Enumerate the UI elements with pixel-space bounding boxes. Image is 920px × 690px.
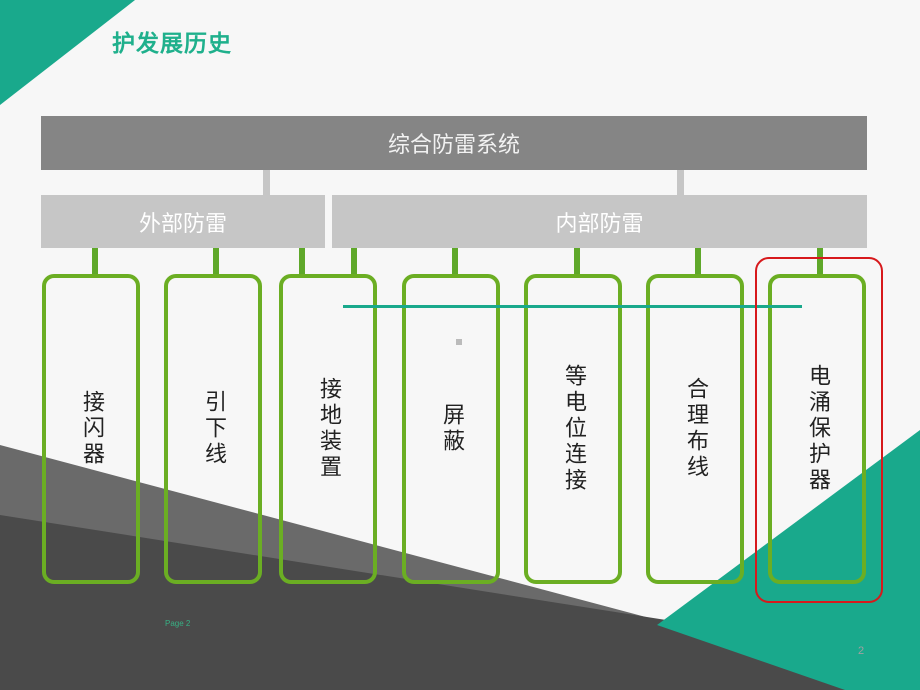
green-connector	[574, 248, 580, 274]
connector-top-right	[677, 170, 684, 195]
item-box-shielding: 屏蔽	[402, 274, 500, 584]
teal-divider-line	[343, 305, 802, 308]
item-label: 引下线	[201, 390, 226, 468]
item-label: 合理布线	[683, 377, 708, 481]
green-connector	[817, 248, 823, 274]
item-box-equipotential-bonding: 等电位连接	[524, 274, 622, 584]
item-box-air-terminal: 接闪器	[42, 274, 140, 584]
item-box-proper-wiring: 合理布线	[646, 274, 744, 584]
green-connector	[695, 248, 701, 274]
item-label: 电涌保护器	[805, 364, 830, 494]
green-connector	[299, 248, 305, 274]
highlight-frame	[755, 257, 883, 603]
external-protection-bar: 外部防雷	[41, 195, 325, 248]
green-connector	[452, 248, 458, 274]
page-number: 2	[858, 645, 865, 657]
item-label: 屏蔽	[439, 403, 464, 455]
item-box-grounding-device: 接地装置	[279, 274, 377, 584]
item-box-surge-protector: 电涌保护器	[768, 274, 866, 584]
green-connector	[92, 248, 98, 274]
item-label: 等电位连接	[561, 364, 586, 494]
top-system-bar: 综合防雷系统	[41, 116, 867, 170]
green-connector	[351, 248, 357, 274]
internal-protection-bar: 内部防雷	[332, 195, 867, 248]
page-title: 护发展历史	[112, 31, 232, 57]
item-label: 接闪器	[79, 390, 104, 468]
item-label: 接地装置	[316, 377, 341, 481]
connector-top-left	[263, 170, 270, 195]
item-box-down-conductor: 引下线	[164, 274, 262, 584]
small-dot	[456, 339, 462, 345]
green-connector	[213, 248, 219, 274]
footer-page-label: Page 2	[165, 619, 191, 628]
